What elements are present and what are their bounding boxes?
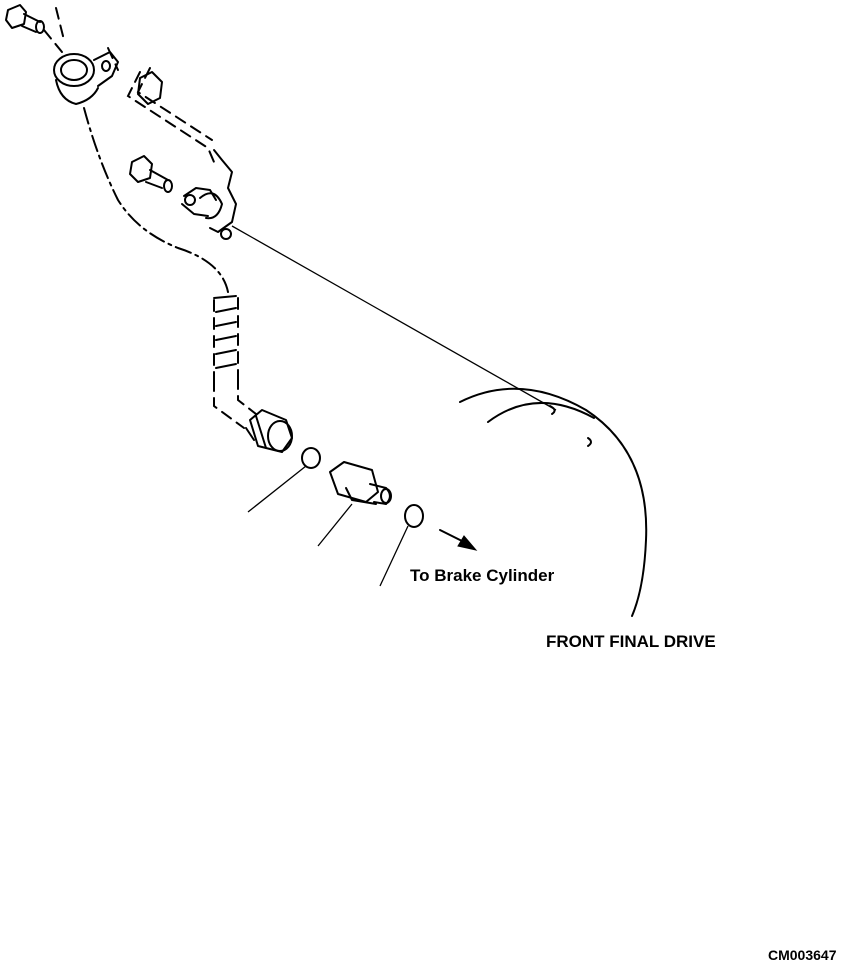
to-brake-cylinder-label: To Brake Cylinder <box>410 566 555 585</box>
mounting-bracket <box>126 67 237 240</box>
bolt-center-line <box>43 29 63 53</box>
leader-connector <box>317 503 353 547</box>
clamp-guide-line <box>107 47 119 71</box>
final-drive-housing <box>459 387 648 617</box>
upper-bolt <box>5 4 45 34</box>
leader-to-final-drive <box>231 225 557 411</box>
leader-o-ring-lower <box>379 525 409 587</box>
brake-hose <box>83 107 257 429</box>
clamp-ring <box>53 51 119 105</box>
connector-adapter <box>329 461 392 505</box>
o-ring-lower <box>404 504 424 528</box>
front-final-drive-label: FRONT FINAL DRIVE <box>546 632 716 651</box>
bolt-axis-line <box>55 7 65 41</box>
o-ring-upper <box>301 447 321 469</box>
hose-end-fitting <box>245 409 293 453</box>
figure-code: CM003647 <box>768 947 837 963</box>
bracket-bolt <box>129 155 173 193</box>
direction-arrow <box>439 529 478 551</box>
leader-o-ring-upper <box>247 465 307 513</box>
